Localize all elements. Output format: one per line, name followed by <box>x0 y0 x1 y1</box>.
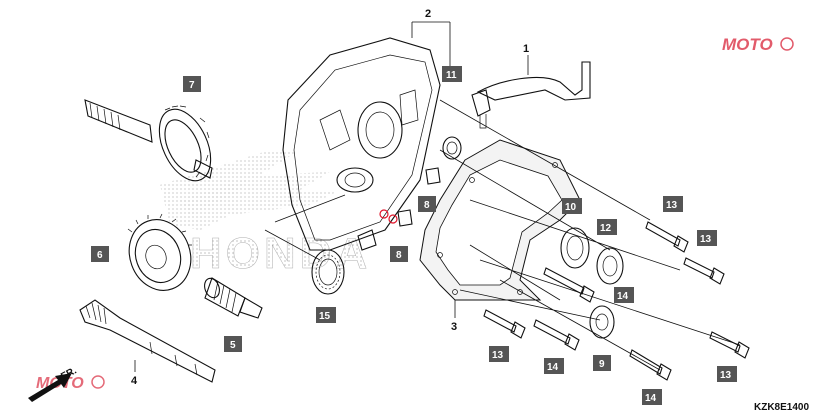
part-7-final-gear-shaft <box>84 99 213 182</box>
callout-13-c: 13 <box>489 346 509 362</box>
svg-text:12: 12 <box>600 223 612 234</box>
part-15-bearing <box>311 249 345 295</box>
moto-logo-top: MOTO <box>722 35 794 54</box>
callout-13-b: 13 <box>697 230 717 246</box>
svg-text:14: 14 <box>547 362 559 373</box>
svg-text:13: 13 <box>720 370 732 381</box>
svg-text:15: 15 <box>319 311 331 322</box>
callout-12: 12 <box>597 219 617 235</box>
part-5-drive-pinion <box>204 277 263 319</box>
callout-8-upper: 8 <box>418 196 436 212</box>
callout-14-b: 14 <box>544 358 564 374</box>
callout-6: 6 <box>91 246 109 262</box>
callout-8-lower: 8 <box>390 246 408 262</box>
svg-text:6: 6 <box>97 250 103 261</box>
svg-text:14: 14 <box>645 393 657 404</box>
part-4-output-shaft <box>79 299 216 383</box>
callout-15: 15 <box>316 307 336 323</box>
part-10-oil-seal <box>560 227 590 269</box>
svg-text:13: 13 <box>700 234 712 245</box>
callout-2: 2 <box>425 8 431 20</box>
svg-text:10: 10 <box>565 202 577 213</box>
svg-text:8: 8 <box>424 200 430 211</box>
callout-13-a: 13 <box>663 196 683 212</box>
leader-lines <box>134 21 741 372</box>
drawing-code: KZK8E1400 <box>754 402 809 413</box>
part-2-transmission-cover <box>282 37 441 251</box>
svg-text:14: 14 <box>617 291 629 302</box>
callout-7: 7 <box>183 76 201 92</box>
svg-text:5: 5 <box>230 340 236 351</box>
svg-text:11: 11 <box>446 70 457 81</box>
honda-wing-watermark <box>160 150 340 230</box>
callout-14-c: 14 <box>642 389 662 405</box>
part-8-dowel-pins <box>397 167 441 227</box>
callout-10: 10 <box>562 198 582 214</box>
callout-13-d: 13 <box>717 366 737 382</box>
svg-text:7: 7 <box>189 80 195 91</box>
callout-9: 9 <box>593 355 611 371</box>
callouts: 2 1 3 4 7 6 5 15 8 8 11 10 12 13 13 14 1… <box>91 8 737 405</box>
part-3-gasket <box>419 139 581 301</box>
callout-14-a: 14 <box>614 287 634 303</box>
part-1-breather-tube <box>471 61 591 129</box>
callout-1: 1 <box>523 43 529 55</box>
part-12-bearing <box>596 247 624 285</box>
part-6-countershaft-gear <box>127 213 192 291</box>
svg-text:9: 9 <box>599 359 605 370</box>
svg-text:13: 13 <box>666 200 678 211</box>
callout-4: 4 <box>131 375 138 387</box>
callout-3: 3 <box>451 321 457 333</box>
moto-logo-top-text: MOTO <box>722 35 773 54</box>
callout-5: 5 <box>224 336 242 352</box>
part-9-bearing <box>589 305 615 339</box>
callout-11: 11 <box>442 66 462 82</box>
svg-text:13: 13 <box>492 350 504 361</box>
svg-text:8: 8 <box>396 250 402 261</box>
bolts <box>483 221 750 381</box>
part-11-oil-seal <box>442 136 462 160</box>
